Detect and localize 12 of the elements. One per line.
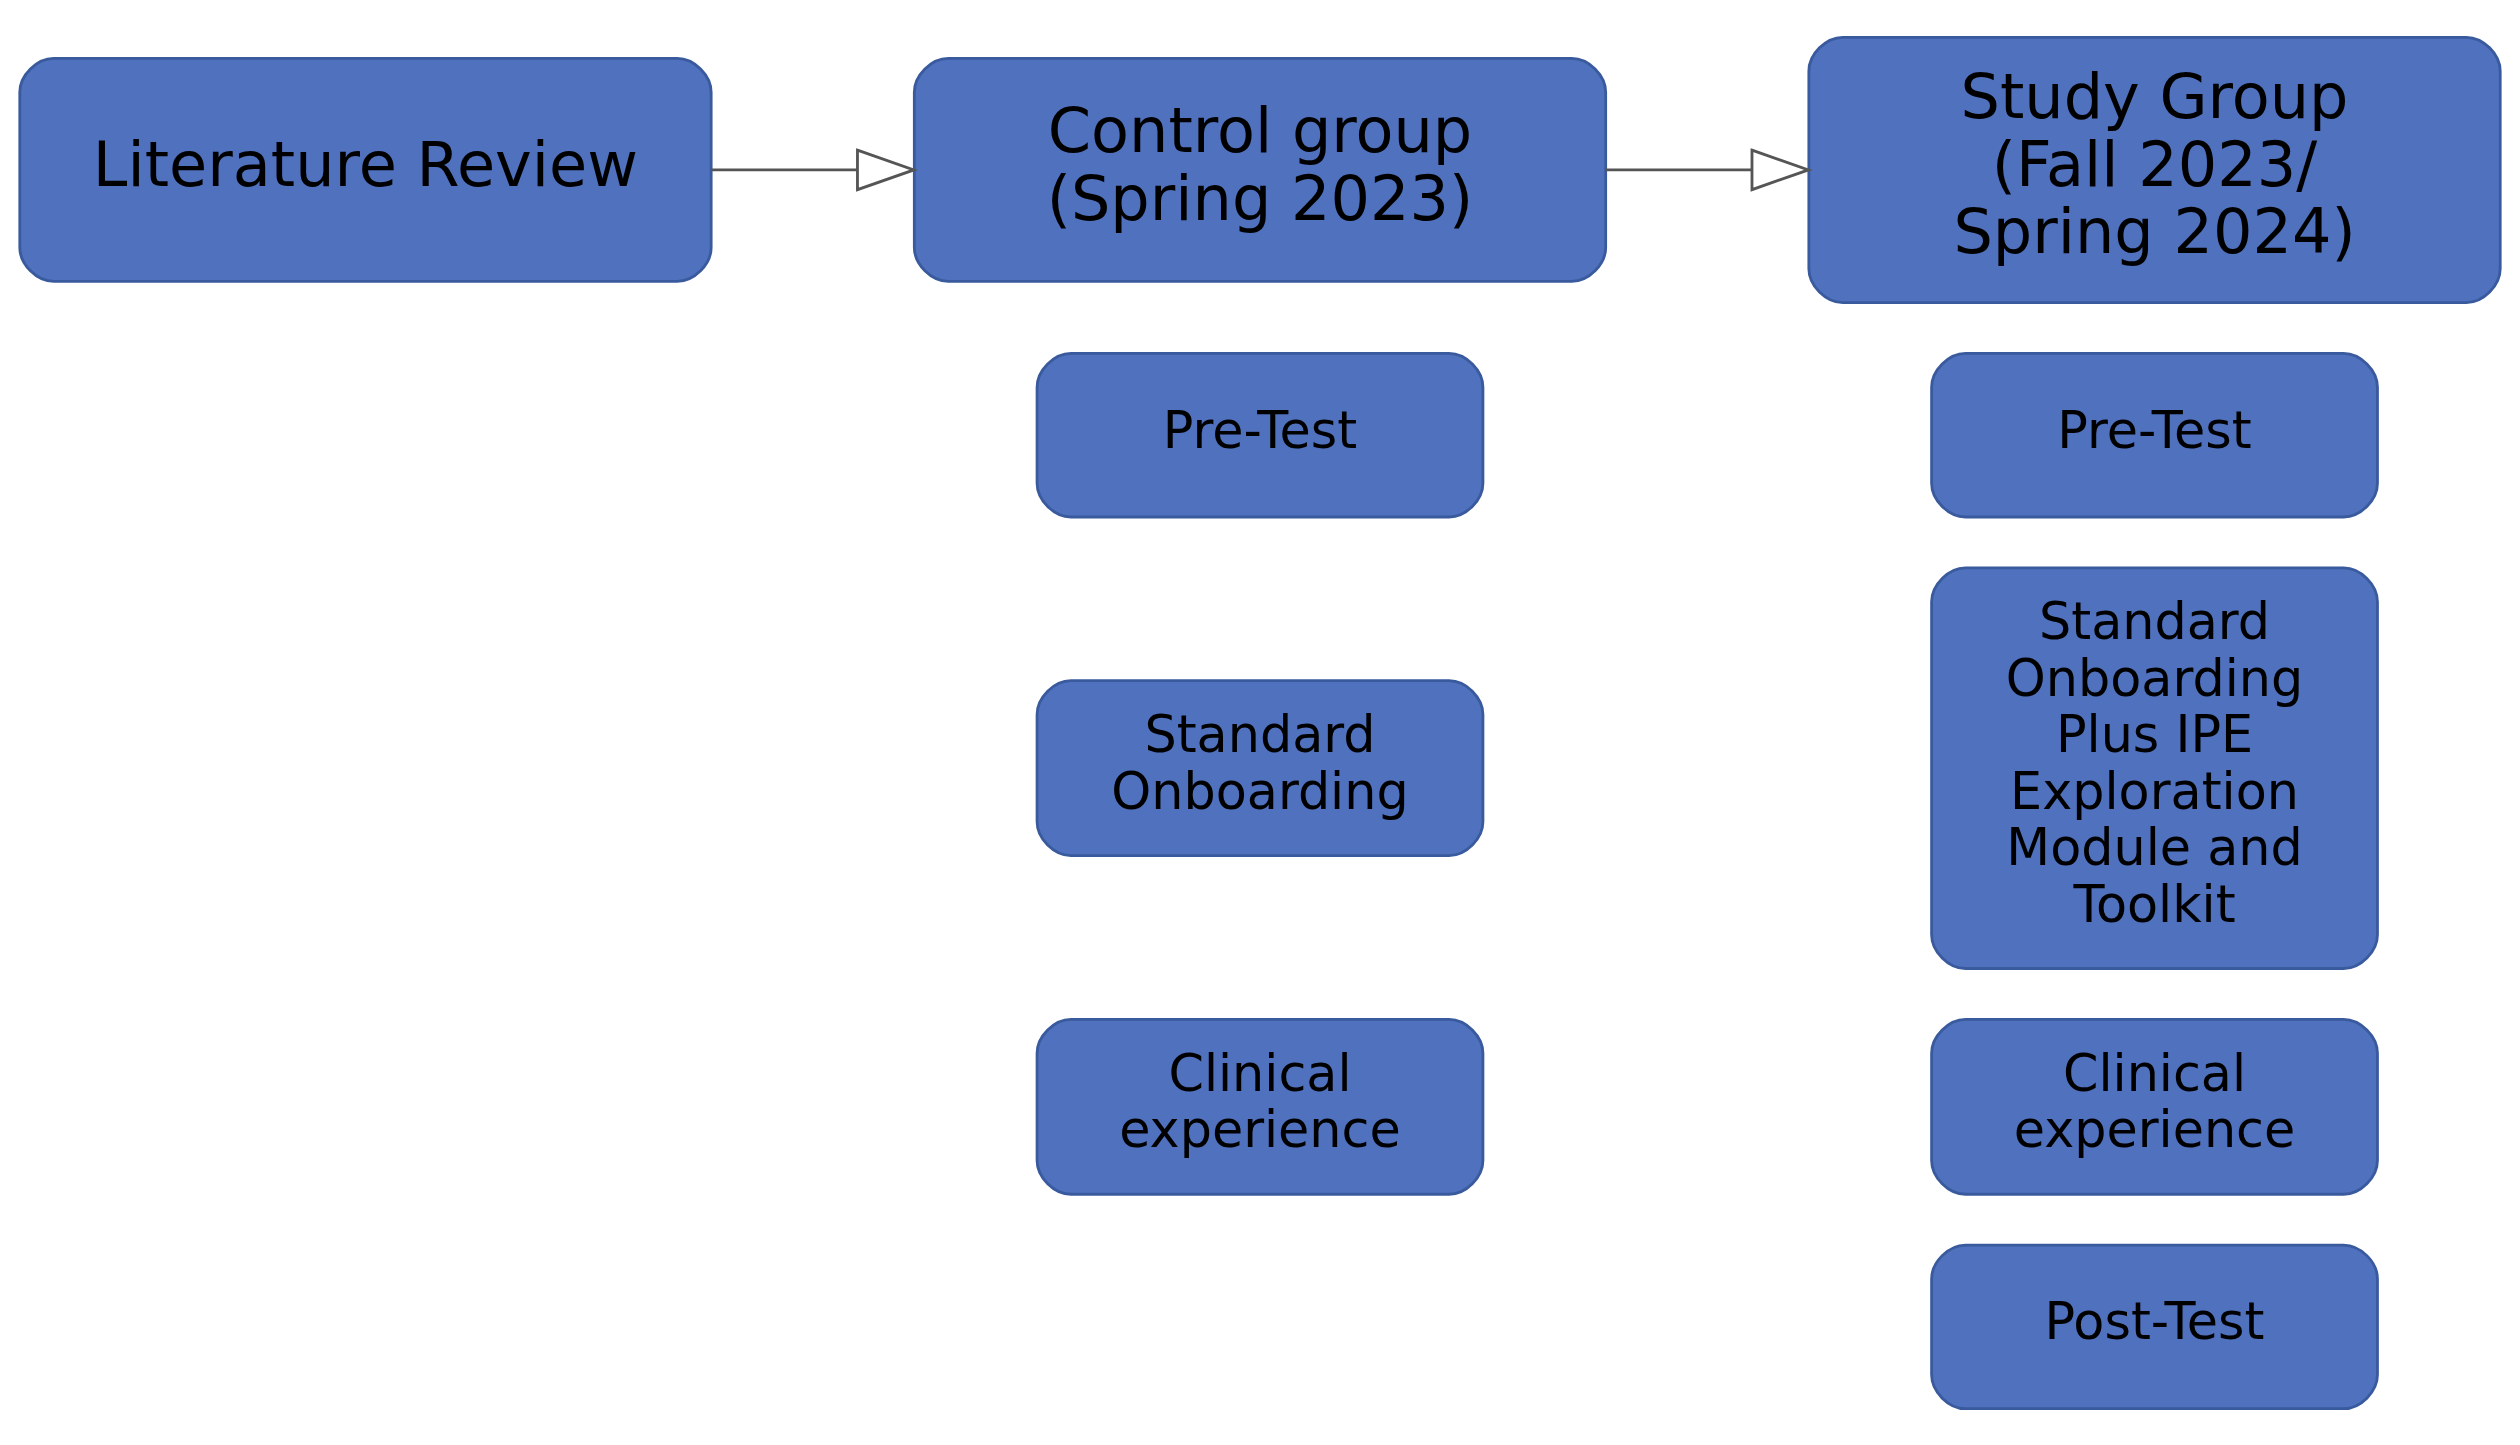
- node-box: Standard Onboarding: [1035, 678, 1485, 857]
- node-box: Pre-Test: [1035, 351, 1485, 518]
- node-box: Study Group (Fall 2023/ Spring 2024): [1807, 35, 2502, 304]
- node-box: Pre-Test: [1930, 351, 2379, 518]
- node-box: Literature Review: [18, 56, 713, 283]
- arrow: [1605, 147, 1813, 192]
- node-box: Clinical experience: [1930, 1017, 2379, 1196]
- arrow: [711, 147, 919, 192]
- node-box: Clinical experience: [1035, 1017, 1485, 1196]
- node-box: Control group (Spring 2023): [912, 56, 1608, 283]
- node-box: Standard Onboarding Plus IPE Exploration Module and Toolkit: [1930, 565, 2379, 970]
- node-box: Post-Test: [1930, 1243, 2379, 1410]
